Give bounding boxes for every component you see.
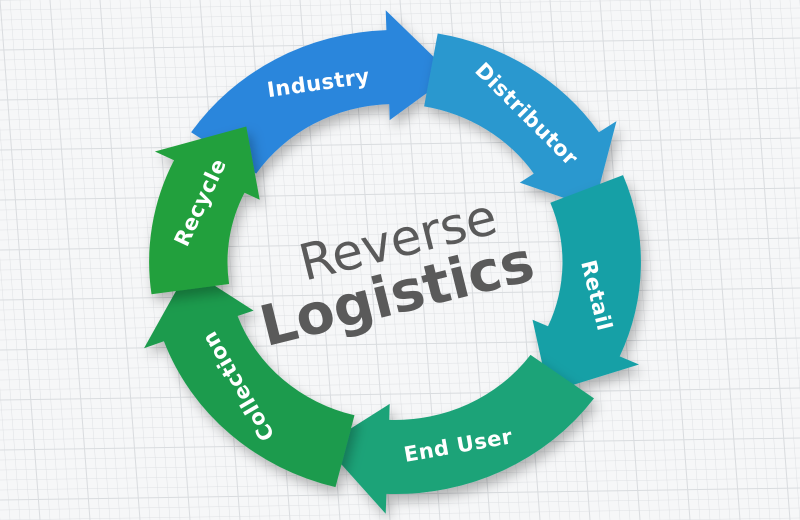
arrow-collection (144, 268, 355, 488)
arrow-recycle (149, 126, 260, 295)
arrow-distributor (424, 33, 617, 209)
arrow-retail (532, 175, 641, 393)
arrow-end-user (324, 354, 594, 514)
arrow-industry (191, 10, 452, 174)
